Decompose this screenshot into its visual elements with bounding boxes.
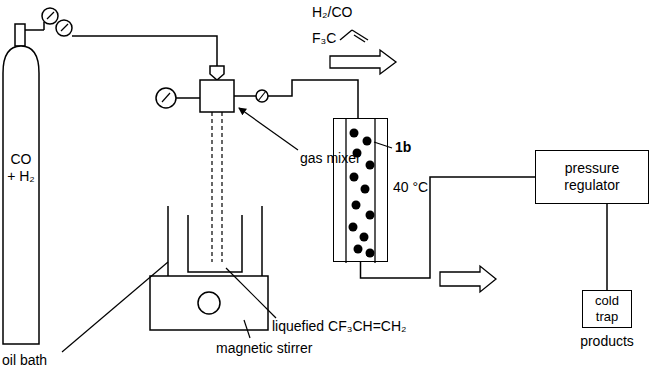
catalyst-label: 1b (395, 139, 411, 156)
gauge-needle (47, 12, 54, 19)
gas-mixer (200, 80, 234, 112)
product-label: products (580, 333, 634, 350)
flow-arrow (330, 50, 396, 74)
gauge-needle (61, 24, 68, 31)
part-name: liquefied CF₃CH=CH₂ (272, 318, 406, 335)
column-wall (374, 119, 375, 263)
gas-name: CO + H₂ (7, 151, 35, 185)
beaker (188, 215, 242, 272)
cylinder-valve (15, 24, 25, 46)
gauge-pipe (43, 22, 45, 30)
stirrer-body (150, 276, 268, 330)
bond-line (340, 30, 352, 40)
gas-line (606, 204, 608, 290)
dip-tube (211, 112, 212, 262)
valve-symbol (258, 91, 266, 101)
catalyst-bead (363, 137, 372, 146)
stirrer-knob (198, 292, 220, 314)
reactor-drawing (334, 119, 387, 261)
regulator-box: pressure regulator (535, 150, 649, 204)
formula-label: F₃C (312, 30, 336, 47)
part-name: magnetic stirrer (216, 340, 312, 357)
catalyst-bead (352, 201, 361, 210)
leader-line (239, 108, 298, 150)
catalyst-bead (349, 223, 358, 232)
cylinder-outline (3, 46, 39, 344)
trap-box: cold trapproducts (582, 290, 632, 328)
part-name: oil bath (2, 352, 47, 369)
catalyst-bead (350, 129, 359, 138)
dip-tube (221, 112, 222, 262)
box-label: cold trap (583, 293, 631, 324)
temperature-label: 40 °C (393, 179, 428, 196)
catalyst-bead (354, 245, 363, 254)
leader-line (374, 142, 392, 148)
oil-bath (261, 206, 263, 276)
pressure-gauge (42, 8, 58, 24)
cylinder-outline (2, 45, 40, 345)
leader-line (226, 268, 276, 318)
reactor-column: 1b40 °C (333, 118, 388, 262)
gas-cylinder: CO + H₂ (2, 45, 40, 345)
catalyst-bead (366, 211, 375, 220)
pressure-gauge (56, 20, 72, 36)
mixer-valve (210, 66, 224, 80)
pressure-gauge (156, 88, 176, 108)
gauge-pipe (25, 29, 44, 31)
leader-line (62, 262, 168, 352)
catalyst-bead (350, 173, 359, 182)
gas-label: H₂/CO (312, 4, 352, 21)
gas-line (72, 36, 217, 66)
catalyst-bead (366, 249, 375, 258)
gas-line (234, 80, 358, 118)
gauge-needle (162, 93, 170, 102)
part-name: gas mixer (300, 150, 361, 167)
oil-bath (167, 206, 169, 276)
gauge-pipe (176, 97, 200, 99)
catalyst-bead (360, 233, 369, 242)
box-label: pressure regulator (536, 160, 648, 194)
catalyst-bead (366, 161, 375, 170)
catalyst-bead (361, 185, 370, 194)
valve-symbol (256, 90, 268, 102)
bond-line (354, 35, 365, 42)
leader-line (244, 320, 250, 338)
column-wall (345, 119, 346, 263)
flow-arrow (440, 266, 496, 292)
